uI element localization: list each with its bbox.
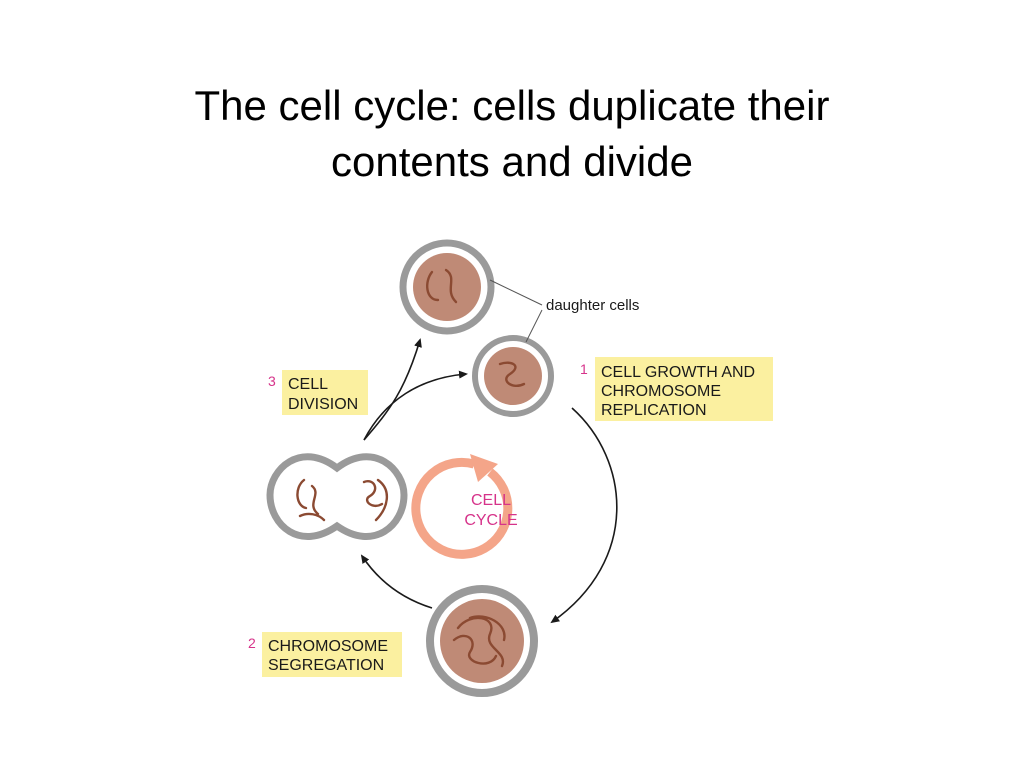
chromosome-dividing-right [362, 478, 388, 522]
step-2-number: 2 [248, 635, 256, 651]
cycle-arrow-icon [411, 457, 513, 559]
step-3-label: 3 CELL DIVISION [268, 370, 368, 415]
step-1-line-2: CHROMOSOME [601, 383, 721, 400]
step-1-line-3: REPLICATION [601, 402, 707, 419]
cell-cycle-line-2: CYCLE [464, 512, 517, 529]
title-line-2: contents and divide [331, 138, 693, 185]
daughter-cells-label: daughter cells [546, 297, 639, 314]
chromosome-dividing-left [296, 478, 326, 522]
step-2-label: 2 CHROMOSOME SEGREGATION [248, 632, 402, 677]
title-line-1: The cell cycle: cells duplicate their [194, 82, 830, 129]
daughter-cell-upper [399, 239, 495, 335]
arrow-growth-to-segregation [550, 407, 618, 624]
arrow-division-to-upper-daughter [363, 338, 422, 441]
daughter-cells-leader-lower [525, 309, 543, 343]
arrow-segregation-to-division [360, 554, 433, 609]
step-3-number: 3 [268, 373, 276, 389]
step-1-label: 1 CELL GROWTH AND CHROMOSOME REPLICATION [580, 357, 773, 421]
chromosome-upper [426, 268, 458, 304]
slide-title: The cell cycle: cells duplicate their co… [0, 78, 1024, 190]
daughter-cells-leader-upper [489, 279, 543, 306]
daughter-cell-lower [472, 335, 554, 417]
step-1-line-1: CELL GROWTH AND [601, 364, 755, 381]
step-3-line-1: CELL [288, 376, 328, 393]
cell-cycle-line-1: CELL [471, 492, 511, 509]
step-1-number: 1 [580, 361, 588, 377]
replicated-cell [426, 585, 538, 697]
chromosome-lower [498, 361, 526, 388]
step-2-line-2: SEGREGATION [268, 657, 384, 674]
chromosome-replicated [452, 615, 506, 668]
cell-cycle-ring: CELL CYCLE [411, 454, 518, 559]
arrow-division-to-lower-daughter [363, 370, 468, 441]
dividing-cell [266, 453, 408, 540]
step-2-line-1: CHROMOSOME [268, 638, 388, 655]
step-3-line-2: DIVISION [288, 396, 358, 413]
